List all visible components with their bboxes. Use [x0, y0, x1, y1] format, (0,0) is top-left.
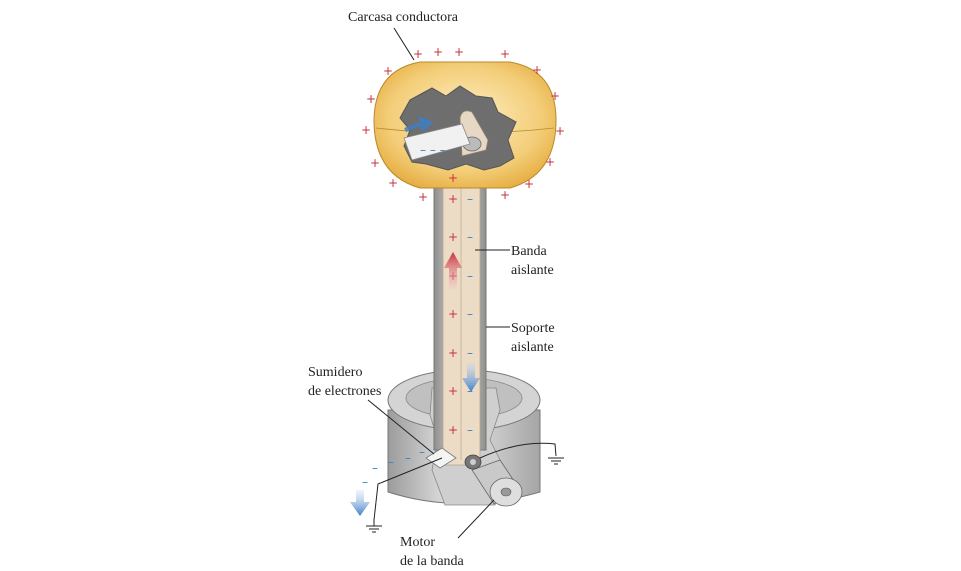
svg-text:+: +: [433, 45, 443, 59]
svg-text:–: –: [467, 230, 473, 244]
svg-text:+: +: [366, 92, 376, 106]
down-arrow-icon: [462, 362, 480, 392]
sink-label-line1: Sumidero: [308, 365, 363, 380]
charge-transfer-arrow-icon: [404, 116, 434, 132]
svg-text:–: –: [467, 346, 473, 360]
motor-label-line2: de la banda: [400, 554, 464, 569]
up-arrow-icon: [444, 252, 462, 290]
svg-text:–: –: [467, 423, 473, 437]
svg-text:+: +: [388, 176, 398, 190]
svg-text:+: +: [524, 177, 534, 191]
electron-down-arrow-icon: [350, 490, 370, 516]
insulating-support-label: Soporte aislante: [511, 319, 555, 357]
svg-text:+: +: [545, 155, 555, 169]
support-label-line2: aislante: [511, 340, 554, 355]
svg-text:–: –: [372, 461, 378, 475]
svg-text:+: +: [532, 63, 542, 77]
svg-text:– – –: – – –: [420, 143, 446, 157]
motor-label-line1: Motor: [400, 535, 435, 550]
conducting-shell: – – –: [373, 61, 557, 189]
sink-label-line2: de electrones: [308, 384, 382, 399]
svg-text:–: –: [362, 475, 368, 489]
svg-text:–: –: [467, 269, 473, 283]
svg-text:+: +: [448, 230, 458, 244]
svg-text:+: +: [500, 47, 510, 61]
svg-text:+: +: [448, 307, 458, 321]
shell-positive-charges: + + + + + + + + + + + + + + + + +: [361, 45, 565, 204]
electron-sink: – – – – –: [350, 445, 457, 521]
svg-text:–: –: [467, 192, 473, 206]
svg-text:–: –: [419, 445, 425, 459]
belt-motor-label: Motor de la banda: [400, 533, 464, 571]
svg-text:–: –: [467, 307, 473, 321]
svg-text:+: +: [413, 47, 423, 61]
svg-text:+: +: [370, 156, 380, 170]
svg-text:+: +: [383, 64, 393, 78]
svg-text:+: +: [500, 188, 510, 202]
support-label-line1: Soporte: [511, 321, 555, 336]
insulating-support-column: [433, 184, 487, 466]
svg-text:–: –: [388, 455, 394, 469]
svg-text:+: +: [550, 89, 560, 103]
ground-icon: [366, 520, 382, 533]
svg-text:–: –: [467, 384, 473, 398]
svg-text:+: +: [448, 192, 458, 206]
svg-text:+: +: [448, 171, 458, 185]
svg-text:+: +: [448, 384, 458, 398]
svg-text:+: +: [448, 423, 458, 437]
belt-label-line2: aislante: [511, 263, 554, 278]
svg-text:+: +: [448, 346, 458, 360]
ground-icon: [548, 457, 564, 465]
electron-sink-label: Sumidero de electrones: [308, 363, 381, 401]
svg-text:+: +: [454, 45, 464, 59]
motor-icon: [464, 442, 557, 507]
svg-text:+: +: [555, 124, 565, 138]
leader-lines: [367, 27, 510, 539]
svg-text:+: +: [361, 123, 371, 137]
conducting-shell-label: Carcasa conductora: [348, 10, 458, 25]
svg-text:+: +: [418, 190, 428, 204]
belt-label-line1: Banda: [511, 244, 547, 259]
insulating-belt-label: Banda aislante: [511, 242, 554, 280]
svg-text:–: –: [405, 451, 411, 465]
